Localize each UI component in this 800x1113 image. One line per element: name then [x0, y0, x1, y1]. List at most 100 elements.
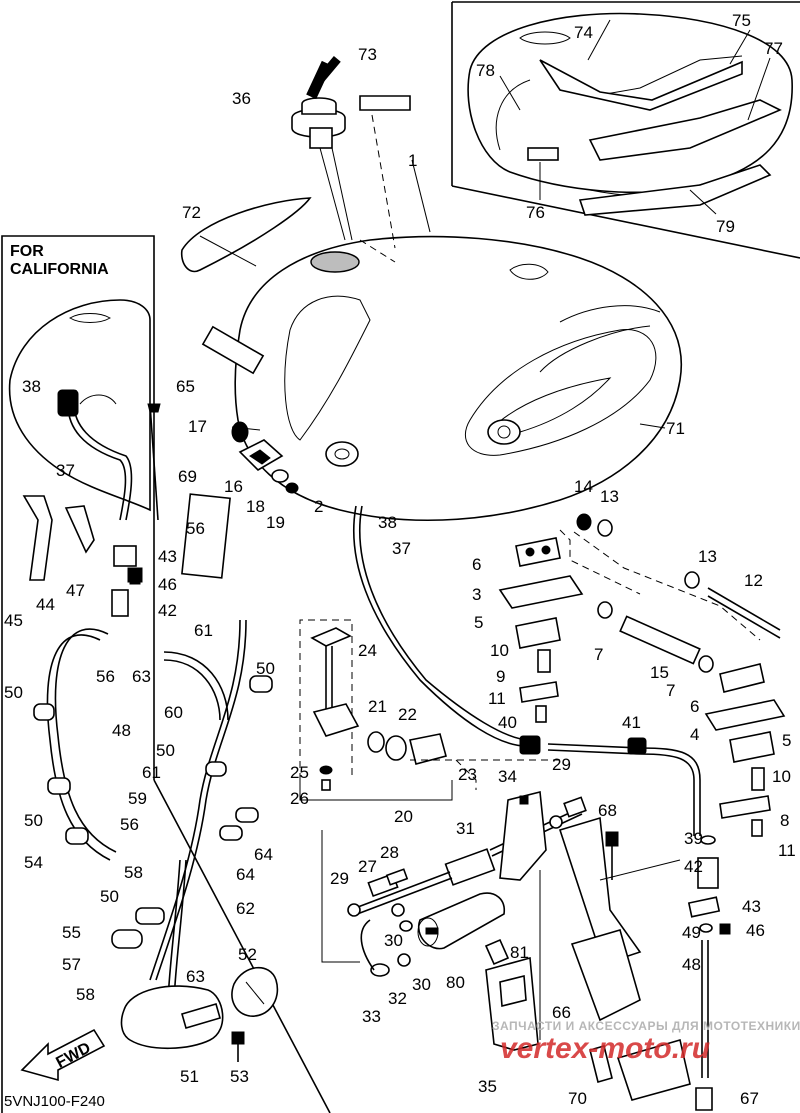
callout-13: 13	[600, 487, 619, 506]
small-hoses-27-33	[347, 796, 587, 977]
callout-50: 50	[256, 659, 275, 678]
callout-66: 66	[552, 1003, 571, 1022]
callout-numbers: 1 2 3 4 5 5 6 6 7 7 8 9 10 10 11 11 12 1…	[4, 11, 796, 1108]
callout-25: 25	[290, 763, 309, 782]
callout-37: 37	[392, 539, 411, 558]
california-bracket-52	[231, 966, 279, 1017]
mount-hardware	[498, 513, 786, 837]
fuel-cock-assembly	[299, 619, 447, 791]
callout-33: 33	[362, 1007, 381, 1026]
callout-26: 26	[290, 789, 309, 808]
callout-29: 29	[330, 869, 349, 888]
callout-34: 34	[498, 767, 517, 786]
callout-50: 50	[24, 811, 43, 830]
callout-57: 57	[62, 955, 81, 974]
watermark-logo: vertex-moto.ru	[500, 1032, 710, 1065]
callout-39: 39	[684, 829, 703, 848]
callout-17: 17	[188, 417, 207, 436]
callout-47: 47	[66, 581, 85, 600]
callout-44: 44	[36, 595, 55, 614]
fuel-tank	[234, 235, 683, 522]
callout-8: 8	[780, 811, 789, 830]
callout-16: 16	[224, 477, 243, 496]
bracket-34	[499, 791, 547, 881]
callout-63: 63	[186, 967, 205, 986]
callout-51: 51	[180, 1067, 199, 1086]
callout-22: 22	[398, 705, 417, 724]
callout-31: 31	[456, 819, 475, 838]
fittings-right	[687, 835, 731, 1078]
callout-52: 52	[238, 945, 257, 964]
callout-62: 62	[236, 899, 255, 918]
inset-frame-california	[1, 235, 331, 1113]
callout-56: 56	[96, 667, 115, 686]
callout-13: 13	[698, 547, 717, 566]
california-clamps	[33, 575, 273, 949]
hose-65	[201, 325, 265, 375]
callout-35: 35	[478, 1077, 497, 1096]
callout-79: 79	[716, 217, 735, 236]
cover-35	[485, 956, 539, 1051]
cover-70	[589, 1038, 691, 1101]
fuel-cap-36	[291, 55, 346, 149]
callout-12: 12	[744, 571, 763, 590]
hose-37	[352, 505, 531, 747]
callout-27: 27	[358, 857, 377, 876]
callout-20: 20	[394, 807, 413, 826]
inset-label-california: CALIFORNIA	[10, 261, 109, 278]
callout-80: 80	[446, 973, 465, 992]
diagram-code: 5VNJ100-F240	[4, 1093, 105, 1110]
callout-45: 45	[4, 611, 23, 630]
callout-59: 59	[128, 789, 147, 808]
callout-19: 19	[266, 513, 285, 532]
callout-55: 55	[62, 923, 81, 942]
callout-3: 3	[472, 585, 481, 604]
callout-7: 7	[594, 645, 603, 664]
callout-42: 42	[158, 601, 177, 620]
callout-71: 71	[666, 419, 685, 438]
callout-21: 21	[368, 697, 387, 716]
damper-2	[325, 441, 359, 467]
callout-30: 30	[412, 975, 431, 994]
callout-6: 6	[472, 555, 481, 574]
callout-42: 42	[684, 857, 703, 876]
callout-50: 50	[100, 887, 119, 906]
callout-54: 54	[24, 853, 43, 872]
callout-2: 2	[314, 497, 323, 516]
callout-68: 68	[598, 801, 617, 820]
callout-11: 11	[488, 689, 506, 708]
callout-40: 40	[498, 713, 517, 732]
callout-76: 76	[526, 203, 545, 222]
callout-53: 53	[230, 1067, 249, 1086]
callout-5: 5	[474, 613, 483, 632]
callout-61: 61	[142, 763, 161, 782]
callout-61: 61	[194, 621, 213, 640]
callout-38: 38	[378, 513, 397, 532]
callout-4: 4	[690, 725, 699, 744]
callout-56: 56	[186, 519, 205, 538]
inset-tank-trim	[467, 12, 793, 216]
callout-18: 18	[246, 497, 265, 516]
watermark-text: ЗАПЧАСТИ И АКСЕССУАРЫ ДЛЯ МОТОТЕХНИКИ	[492, 1019, 800, 1033]
callout-48: 48	[682, 955, 701, 974]
callout-46: 46	[158, 575, 177, 594]
callout-67: 67	[740, 1089, 759, 1108]
inset-label-for: FOR	[10, 243, 44, 260]
callout-7: 7	[666, 681, 675, 700]
callout-30: 30	[384, 931, 403, 950]
callout-65: 65	[176, 377, 195, 396]
california-brackets-44-47	[22, 493, 231, 617]
california-tank	[8, 299, 151, 512]
callout-75: 75	[732, 11, 751, 30]
callout-56: 56	[120, 815, 139, 834]
callout-78: 78	[476, 61, 495, 80]
callout-50: 50	[156, 741, 175, 760]
callout-49: 49	[682, 923, 701, 942]
callout-64: 64	[254, 845, 273, 864]
callout-24: 24	[358, 641, 377, 660]
nut-19	[285, 482, 299, 494]
callout-43: 43	[742, 897, 761, 916]
callout-69: 69	[178, 467, 197, 486]
callout-73: 73	[358, 45, 377, 64]
callout-81: 81	[510, 943, 529, 962]
